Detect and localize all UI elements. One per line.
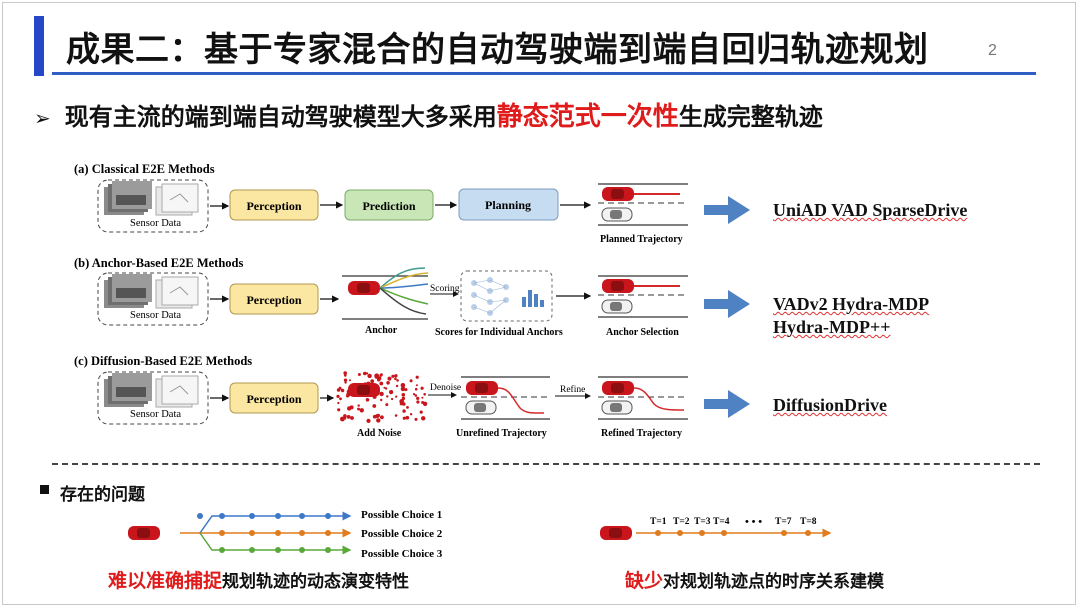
bullet-prefix: 现有主流的端到端自动驾驶模型大多采用 [64, 103, 497, 131]
title-accent-bar [34, 16, 44, 76]
page-number: 2 [988, 42, 997, 59]
row-c-noise-cloud [336, 371, 428, 423]
row-a-planning-box [458, 188, 559, 221]
arrow-bullet-icon: ➢ [34, 106, 51, 130]
row-b-result-line-2: Hydra-MDP++ [773, 317, 891, 338]
row-b-result-arrow [704, 290, 750, 318]
time-label-8: T=8 [800, 517, 817, 527]
row-a-sensor-label: Sensor Data [130, 218, 181, 229]
row-b-road-scene [598, 275, 688, 318]
row-b-anchor-scene [342, 267, 429, 320]
row-c-result-text: DiffusionDrive [773, 395, 887, 415]
left-caption: 难以准确捕捉规划轨迹的动态演变特性 [108, 566, 409, 593]
row-b-output-label: Anchor Selection [606, 327, 679, 338]
row-c-output-label: Refined Trajectory [601, 428, 682, 439]
row-b-perception-box [229, 283, 319, 315]
row-a-prediction-box [344, 189, 434, 221]
row-a-planning-label: Planning [485, 198, 531, 212]
time-ellipsis: • • • [745, 516, 762, 528]
section-divider [52, 463, 1040, 465]
left-caption-rest: 规划轨迹的动态演变特性 [222, 572, 410, 592]
right-caption-highlight: 缺少 [625, 570, 664, 592]
choice-1-label: Possible Choice 1 [361, 509, 442, 521]
row-b-sensor-label: Sensor Data [130, 310, 181, 321]
row-c-result: DiffusionDrive [773, 395, 887, 416]
row-c-perception-box [229, 382, 319, 414]
row-c-perception-label: Perception [246, 392, 301, 406]
choice-3-label: Possible Choice 3 [361, 548, 443, 560]
choice-2-label: Possible Choice 2 [361, 528, 443, 540]
row-a-output-label: Planned Trajectory [600, 234, 683, 245]
row-a-result: UniAD VAD SparseDrive [773, 200, 967, 221]
main-bullet: ➢ 现有主流的端到端自动驾驶模型大多采用静态范式一次性生成完整轨迹 [34, 96, 823, 133]
row-c-result-arrow [704, 390, 750, 418]
bullet-highlight: 静态范式一次性 [496, 102, 679, 132]
row-a-result-text: UniAD VAD SparseDrive [773, 200, 968, 220]
row-b-result-line-1: VADv2 Hydra-MDP [773, 294, 929, 315]
left-caption-highlight: 难以准确捕捉 [108, 570, 223, 592]
row-c-refine-label: Refine [560, 384, 585, 395]
row-b-scorer-network [460, 270, 553, 322]
title-underline [52, 72, 1036, 75]
time-label-4: T=4 [713, 517, 730, 527]
row-c-unrefined-scene [461, 376, 550, 420]
square-bullet-icon [40, 485, 49, 494]
problems-title: 存在的问题 [60, 485, 145, 505]
row-b-scoring-label: Scoring [430, 284, 460, 294]
row-b-label: (b) Anchor-Based E2E Methods [74, 256, 243, 270]
row-a-perception-label: Perception [246, 199, 301, 213]
right-caption: 缺少对规划轨迹点的时序关系建模 [625, 566, 884, 593]
time-label-1: T=1 [650, 517, 667, 527]
row-b-scores-label: Scores for Individual Anchors [435, 327, 563, 338]
row-c-refined-scene [598, 376, 688, 420]
row-a-label: (a) Classical E2E Methods [74, 162, 215, 176]
time-label-2: T=2 [673, 517, 690, 527]
timestep-illustration [600, 526, 832, 540]
row-a-road-scene [598, 183, 688, 226]
row-a-perception-box [229, 189, 319, 221]
row-a-prediction-label: Prediction [362, 199, 415, 213]
row-c-sensor-label: Sensor Data [130, 409, 181, 420]
bullet-suffix: 生成完整轨迹 [678, 103, 823, 131]
row-c-noise-label: Add Noise [357, 428, 402, 439]
row-a-result-arrow [704, 196, 750, 224]
time-label-7: T=7 [775, 517, 792, 527]
row-b-perception-label: Perception [246, 293, 301, 307]
row-b-anchor-label: Anchor [365, 325, 398, 336]
row-b-result-text-2: Hydra-MDP++ [773, 317, 891, 337]
row-c-unrefined-label: Unrefined Trajectory [456, 428, 547, 439]
row-c-label: (c) Diffusion-Based E2E Methods [74, 354, 252, 368]
row-b-result-text-1: VADv2 Hydra-MDP [773, 294, 930, 314]
row-c-denoise-label: Denoise [430, 383, 461, 393]
right-caption-rest: 对规划轨迹点的时序关系建模 [663, 572, 885, 592]
time-label-3: T=3 [694, 517, 711, 527]
slide-title: 成果二：基于专家混合的自动驾驶端到端自回归轨迹规划 [66, 30, 929, 70]
choices-illustration [128, 511, 352, 555]
